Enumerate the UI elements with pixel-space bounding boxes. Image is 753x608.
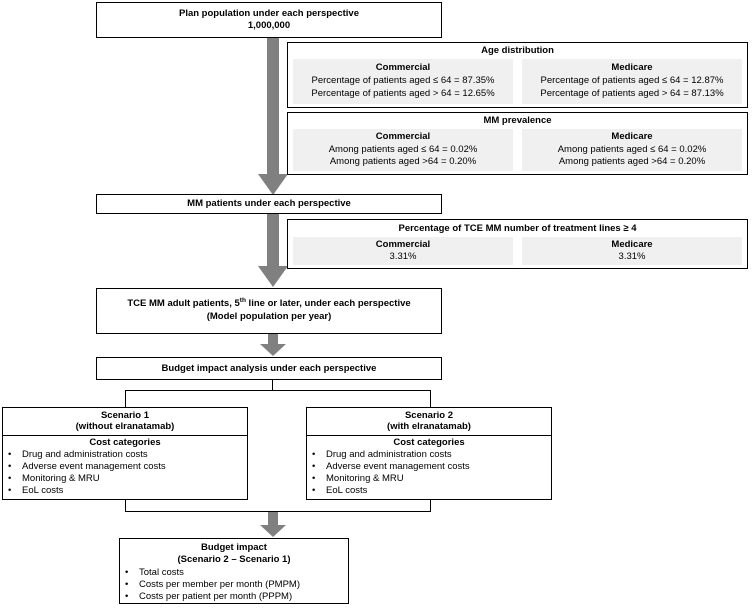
tce-patients-line1-post: line or later, under each perspective	[245, 298, 411, 309]
tce-percentage-title: Percentage of TCE MM number of treatment…	[398, 223, 637, 234]
list-item: Drug and administration costs	[307, 449, 470, 461]
list-item: EoL costs	[3, 485, 166, 497]
tce-commercial-value: 3.31%	[389, 251, 417, 262]
bia-box: Budget impact analysis under each perspe…	[96, 357, 442, 380]
list-item: Monitoring & MRU	[3, 473, 166, 485]
scenario1-box: Scenario 1 (without elranatamab) Cost ca…	[2, 407, 248, 500]
age-commercial-line1: Percentage of patients aged ≤ 64 = 87.35…	[311, 75, 495, 86]
budget-impact-subtitle: (Scenario 2 – Scenario 1)	[177, 554, 291, 565]
budget-impact-list: Total costs Costs per member per month (…	[120, 567, 300, 603]
age-commercial-line2: Percentage of patients aged > 64 = 12.65…	[311, 88, 495, 99]
age-distribution-box: Age distribution Commercial Percentage o…	[287, 42, 748, 108]
age-commercial-heading: Commercial	[375, 62, 431, 73]
scenario2-cost-list: Drug and administration costs Adverse ev…	[307, 449, 470, 497]
tce-medicare-value: 3.31%	[618, 251, 646, 262]
plan-population-value: 1,000,000	[247, 20, 291, 31]
scenario1-subtitle: (without elranatamab)	[75, 421, 175, 432]
scenario2-box: Scenario 2 (with elranatamab) Cost categ…	[306, 407, 552, 500]
list-item: Drug and administration costs	[3, 449, 166, 461]
scenario2-title: Scenario 2	[404, 410, 454, 421]
tce-patients-line1-sup: th	[239, 296, 246, 304]
scenario2-cost-heading: Cost categories	[393, 437, 465, 448]
list-item: EoL costs	[307, 485, 470, 497]
age-medicare-heading: Medicare	[611, 62, 653, 73]
tce-medicare-heading: Medicare	[611, 239, 653, 250]
branch-right-line	[430, 390, 432, 407]
list-item: Costs per member per month (PMPM)	[120, 579, 300, 591]
list-item: Costs per patient per month (PPPM)	[120, 591, 300, 603]
merge-left-line	[125, 500, 127, 512]
prevalence-medicare-heading: Medicare	[611, 131, 653, 142]
branch-stem-line	[272, 380, 274, 390]
age-medicare-line1: Percentage of patients aged ≤ 64 = 12.87…	[540, 75, 724, 86]
tce-patients-box: TCE MM adult patients, 5th line or later…	[96, 288, 442, 334]
bia-title: Budget impact analysis under each perspe…	[161, 363, 377, 374]
list-item: Adverse event management costs	[3, 461, 166, 473]
mm-prevalence-title: MM prevalence	[483, 115, 552, 126]
list-item: Total costs	[120, 567, 300, 579]
tce-percentage-box: Percentage of TCE MM number of treatment…	[287, 219, 748, 269]
flow-arrow-4	[260, 512, 286, 537]
scenario1-cost-heading: Cost categories	[89, 437, 161, 448]
list-item: Monitoring & MRU	[307, 473, 470, 485]
budget-impact-box: Budget impact (Scenario 2 – Scenario 1) …	[119, 538, 349, 604]
flow-arrow-3	[260, 334, 286, 356]
plan-population-title: Plan population under each perspective	[178, 8, 359, 19]
age-distribution-title: Age distribution	[481, 45, 554, 56]
prevalence-commercial-heading: Commercial	[375, 131, 431, 142]
prevalence-medicare-line2: Among patients aged >64 = 0.20%	[558, 156, 706, 167]
flow-arrow-2	[258, 214, 288, 287]
flow-arrow-1	[258, 38, 288, 195]
prevalence-commercial-panel: Commercial Among patients aged ≤ 64 = 0.…	[293, 129, 513, 171]
prevalence-commercial-line2: Among patients aged >64 = 0.20%	[329, 156, 477, 167]
merge-right-line	[430, 500, 432, 512]
scenario1-divider	[3, 435, 247, 437]
mm-patients-box: MM patients under each perspective	[96, 194, 442, 214]
tce-commercial-heading: Commercial	[375, 239, 431, 250]
budget-impact-title: Budget impact	[201, 542, 267, 553]
scenario2-subtitle: (with elranatamab)	[387, 421, 471, 432]
branch-horizontal-line	[125, 390, 430, 392]
prevalence-medicare-panel: Medicare Among patients aged ≤ 64 = 0.02…	[522, 129, 742, 171]
age-commercial-panel: Commercial Percentage of patients aged ≤…	[293, 59, 513, 104]
age-medicare-line2: Percentage of patients aged > 64 = 87.13…	[540, 88, 724, 99]
list-item: Adverse event management costs	[307, 461, 470, 473]
scenario1-title: Scenario 1	[100, 410, 150, 421]
plan-population-box: Plan population under each perspective 1…	[96, 2, 442, 38]
tce-patients-line2: (Model population per year)	[206, 311, 332, 322]
tce-medicare-panel: Medicare 3.31%	[522, 237, 742, 265]
prevalence-commercial-line1: Among patients aged ≤ 64 = 0.02%	[328, 144, 478, 155]
merge-horizontal-line	[125, 511, 431, 513]
branch-left-line	[125, 390, 127, 407]
mm-patients-title: MM patients under each perspective	[187, 198, 351, 209]
prevalence-medicare-line1: Among patients aged ≤ 64 = 0.02%	[557, 144, 707, 155]
tce-patients-line1-pre: TCE MM adult patients, 5	[127, 298, 240, 309]
age-medicare-panel: Medicare Percentage of patients aged ≤ 6…	[522, 59, 742, 104]
scenario2-divider	[307, 435, 551, 437]
tce-patients-line1: TCE MM adult patients, 5th line or later…	[97, 296, 441, 310]
scenario1-cost-list: Drug and administration costs Adverse ev…	[3, 449, 166, 497]
mm-prevalence-box: MM prevalence Commercial Among patients …	[287, 112, 748, 175]
tce-commercial-panel: Commercial 3.31%	[293, 237, 513, 265]
